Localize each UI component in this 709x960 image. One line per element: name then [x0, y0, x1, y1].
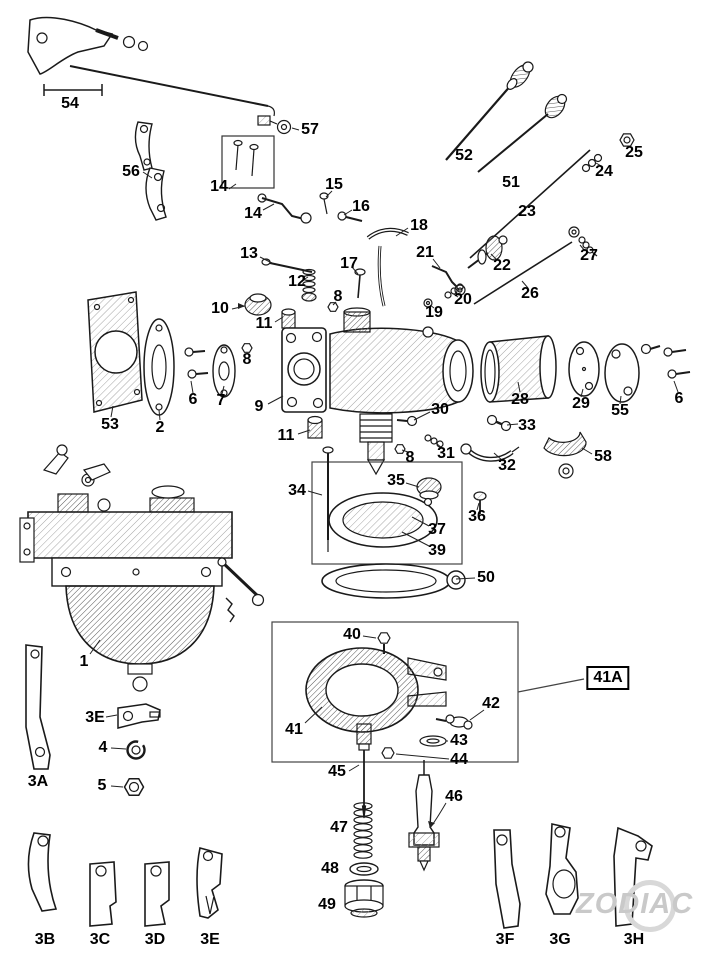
part-18-tube: [366, 227, 409, 307]
part-14-lever: [257, 193, 312, 224]
zodiac-logo-circle: [624, 880, 676, 932]
leader-lines: [89, 127, 679, 829]
part-37-39-float: [328, 492, 438, 548]
part-31-spring: [424, 434, 444, 448]
part-3h-bracket: [613, 826, 653, 927]
part-29-disc: [568, 341, 600, 397]
part-2-gasket: [143, 318, 175, 416]
part-47-spring: [353, 802, 373, 859]
part-30-screw: [396, 415, 418, 427]
part-17-screw: [354, 268, 366, 299]
part-32-lever: [460, 443, 520, 462]
part-25-nut: [619, 133, 635, 147]
part-3d-bracket: [144, 861, 170, 927]
part-3a-bracket: [25, 644, 51, 770]
part-3g-bracket: [545, 823, 579, 915]
part-28-venturi: [480, 335, 557, 403]
part-3e-bottom-bracket: [196, 847, 223, 919]
part-50-gasket: [321, 563, 466, 599]
part-6-screws-left: [184, 347, 209, 379]
part-12-spring: [301, 268, 317, 302]
part-24-spring: [581, 153, 603, 173]
part-7-gasket: [212, 344, 236, 398]
part-11-sleeve-lower: [307, 415, 323, 439]
part-1-carb-assembly: [19, 444, 265, 692]
part-15-screw: [319, 192, 329, 215]
part-53-gasket: [87, 291, 143, 413]
part-3b-bracket: [27, 832, 58, 912]
part-46-nozzle: [408, 760, 440, 872]
part-21-lever: [431, 265, 466, 296]
zodiac-logo-text: ZODIAC: [576, 888, 694, 920]
zodiac-watermark: ZODIAC: [576, 880, 706, 936]
part-6-screws-right: [663, 347, 691, 379]
part-43-washer: [419, 735, 447, 747]
part-10-cap: [244, 293, 272, 316]
part-3e-mid-bracket: [117, 703, 161, 729]
part-34-needle: [322, 446, 334, 552]
part-56-brackets: [134, 121, 167, 221]
part-54-lever: [27, 16, 275, 117]
part-36-screw: [473, 491, 487, 514]
part-44-nut: [381, 747, 395, 759]
part-14-screws-box: [221, 135, 275, 189]
part-49-packing-nut: [344, 879, 384, 918]
part-22-adjuster: [467, 235, 508, 269]
part-16-screw: [337, 211, 363, 222]
part-4-lockwasher: [126, 740, 146, 760]
part-33-link: [486, 414, 512, 432]
part-41-clamp: [305, 647, 447, 733]
part-5-nut: [123, 778, 145, 796]
part-57-fitting: [257, 115, 292, 135]
part-8-nut-upper: [327, 302, 339, 312]
part-9-carb-body: [281, 307, 474, 476]
part-8-nut-lower: [394, 444, 406, 454]
part-27-screw-spring: [568, 226, 598, 257]
part-35-cap: [416, 477, 442, 500]
part-11-sleeve-upper: [281, 308, 296, 329]
part-3f-bracket: [493, 829, 521, 929]
part-48-washer: [349, 862, 379, 876]
part-55-disc: [604, 343, 661, 403]
part-8-nut-mid: [241, 343, 253, 353]
part-26-rod: [473, 241, 573, 305]
part-52-rod: [445, 61, 534, 161]
part-58-cup: [543, 431, 587, 479]
part-3c-bracket: [89, 861, 117, 927]
part-51-rod: [477, 93, 568, 173]
part-42-thumbscrew: [435, 714, 473, 730]
clamp-box: [271, 621, 585, 763]
